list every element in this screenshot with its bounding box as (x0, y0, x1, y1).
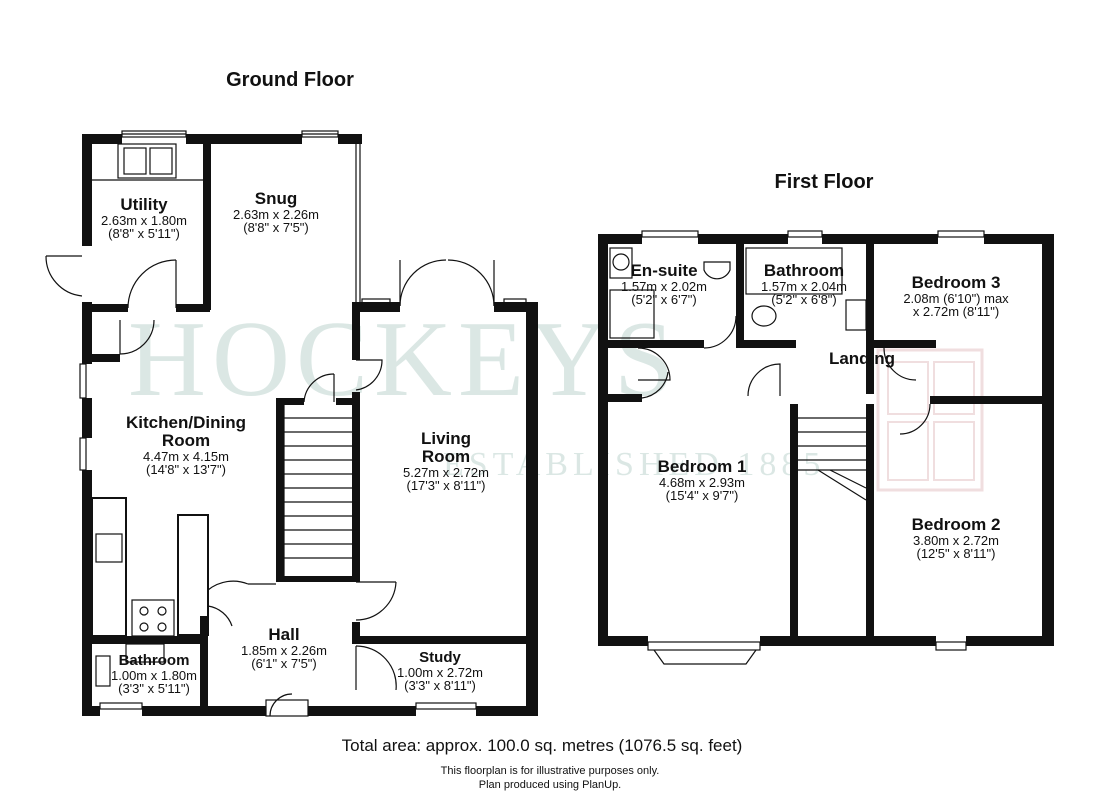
room-name: Bedroom 2 (911, 515, 1001, 534)
room-name: Utility (120, 195, 168, 214)
room-dim-metric: 1.00m x 2.72m (397, 664, 483, 680)
room-dim-imperial: (12'5" x 8'11") (916, 546, 996, 562)
planup-credit: Plan produced using PlanUp. (478, 779, 622, 791)
room-dim-imperial: (8'8" x 5'11") (108, 226, 180, 242)
room-dim-metric: 1.57m x 2.02m (621, 278, 707, 294)
room-name: Landing (828, 349, 896, 368)
room-name: Bedroom 3 (911, 273, 1001, 292)
room-label-kitchen-dining: Kitchen/Dining Room 4.47m x 4.15m (14'8"… (126, 414, 246, 477)
room-dim-imperial: (14'8" x 13'7") (146, 462, 226, 478)
room-dim-metric: 2.63m x 2.26m (233, 206, 319, 222)
ground-floor-title: Ground Floor (226, 69, 354, 91)
room-dim-imperial: x 2.72m (8'11") (912, 304, 1000, 320)
room-name: Hall (268, 625, 300, 644)
first-floor-fixtures (609, 230, 985, 665)
room-dim-imperial: (15'4" x 9'7") (665, 488, 739, 504)
room-name: Bedroom 1 (657, 457, 747, 476)
room-dim-imperial: (6'1" x 7'5") (251, 656, 317, 672)
room-dim-imperial: (3'3" x 8'11") (404, 678, 476, 694)
room-dim-imperial: (5'2" x 6'8") (771, 292, 837, 308)
room-dim-imperial: (8'8" x 7'5") (243, 220, 309, 236)
room-name: Bathroom (118, 652, 190, 669)
room-label-landing: Landing (829, 350, 895, 368)
room-name: En-suite (630, 261, 698, 280)
room-label-study: Study 1.00m x 2.72m (3'3" x 8'11") (397, 650, 483, 693)
room-dim-metric: 2.08m (6'10") max (903, 290, 1009, 306)
room-label-bedroom-1: Bedroom 1 4.68m x 2.93m (15'4" x 9'7") (658, 458, 747, 503)
room-name-line2: Room (421, 446, 471, 466)
room-dim-metric: 1.85m x 2.26m (241, 642, 327, 658)
room-name: Kitchen/Dining (126, 413, 246, 432)
room-dim-metric: 5.27m x 2.72m (403, 464, 489, 480)
room-label-bathroom-first: Bathroom 1.57m x 2.04m (5'2" x 6'8") (761, 262, 847, 307)
room-name: Living (420, 429, 472, 448)
room-label-living-room: Living Room 5.27m x 2.72m (17'3" x 8'11"… (403, 430, 489, 493)
ground-floor-fixtures (45, 130, 527, 717)
first-floor-title: First Floor (774, 171, 874, 193)
room-dim-metric: 4.47m x 4.15m (142, 448, 229, 464)
room-label-utility: Utility 2.63m x 1.80m (8'8" x 5'11") (101, 196, 187, 241)
room-label-snug: Snug 2.63m x 2.26m (8'8" x 7'5") (233, 190, 319, 235)
room-dim-metric: 1.00m x 1.80m (111, 667, 197, 683)
room-dim-metric: 1.57m x 2.04m (761, 278, 847, 294)
room-dim-imperial: (3'3" x 5'11") (118, 681, 190, 697)
room-name: Study (419, 649, 461, 666)
total-area: Total area: approx. 100.0 sq. metres (10… (341, 736, 743, 755)
room-dim-imperial: (17'3" x 8'11") (406, 478, 486, 494)
room-label-bedroom-2: Bedroom 2 3.80m x 2.72m (12'5" x 8'11") (912, 516, 1001, 561)
room-label-en-suite: En-suite 1.57m x 2.02m (5'2" x 6'7") (621, 262, 707, 307)
disclaimer: This floorplan is for illustrative purpo… (440, 765, 660, 777)
room-dim-imperial: (5'2" x 6'7") (631, 292, 697, 308)
room-dim-metric: 3.80m x 2.72m (912, 532, 999, 548)
room-label-bedroom-3: Bedroom 3 2.08m (6'10") max x 2.72m (8'1… (903, 274, 1008, 319)
watermark-crest (876, 348, 984, 492)
watermark-brand: HOCKEYS (128, 300, 681, 419)
room-name-line2: Room (161, 430, 211, 450)
first-floor-walls (598, 234, 1054, 646)
room-name: Snug (254, 189, 298, 208)
room-dim-metric: 2.63m x 1.80m (101, 212, 187, 228)
watermark-tagline: ESTABLISHED 1885 (443, 446, 826, 483)
room-dim-metric: 4.68m x 2.93m (658, 474, 745, 490)
room-name: Bathroom (763, 261, 845, 280)
room-label-hall: Hall 1.85m x 2.26m (6'1" x 7'5") (241, 626, 327, 671)
room-label-bathroom-ground: Bathroom 1.00m x 1.80m (3'3" x 5'11") (111, 653, 197, 696)
